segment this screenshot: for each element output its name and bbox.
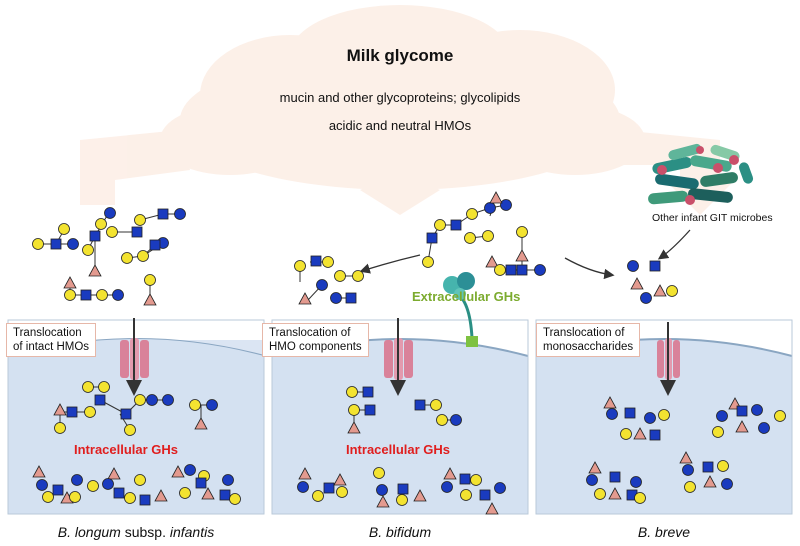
cloud-title: Milk glycome xyxy=(346,46,454,65)
cell-panel-infantis xyxy=(7,319,265,515)
translocation-line-1: Translocation xyxy=(13,327,82,339)
intracellular-gh-label-infantis: Intracellular GHs xyxy=(74,442,179,457)
glycan-symbols xyxy=(32,191,786,515)
translocation-line-1: Translocation of xyxy=(269,327,351,339)
translocation-line-2: of intact HMOs xyxy=(13,341,90,353)
microbes-cluster xyxy=(648,143,754,205)
species-italic-part: B. breve xyxy=(637,524,691,540)
milk-glycome-cloud xyxy=(80,5,735,215)
species-label-bifidum: B. bifidum xyxy=(272,524,528,540)
translocation-label-bifidum: Translocation of HMO components xyxy=(262,323,369,357)
species-label-breve: B. breve xyxy=(536,524,792,540)
translocation-line-2: HMO components xyxy=(269,341,362,353)
translocation-line-1: Translocation of xyxy=(543,327,625,339)
species-italic-part: B. bifidum xyxy=(368,524,432,540)
species-italic-part: B. longum xyxy=(57,524,121,540)
microbes-caption: Other infant GIT microbes xyxy=(652,212,773,224)
cloud-line-1: mucin and other glycoproteins; glycolipi… xyxy=(279,90,521,105)
intracellular-gh-label-bifidum: Intracellular GHs xyxy=(346,442,451,457)
species-label-infantis: B. longum subsp. infantis xyxy=(8,524,264,540)
extracellular-gh-enzyme xyxy=(443,272,478,347)
translocation-label-breve: Translocation of monosaccharides xyxy=(536,323,641,357)
translocation-label-infantis: Translocation of intact HMOs xyxy=(6,323,97,357)
species-plain-part: subsp. xyxy=(120,524,170,540)
translocation-line-2: monosaccharides xyxy=(543,341,634,353)
species-italic-part-2: infantis xyxy=(169,524,215,540)
cloud-line-2: acidic and neutral HMOs xyxy=(328,118,472,133)
extracellular-gh-label: Extracellular GHs xyxy=(412,289,521,304)
transport-arrows xyxy=(126,318,676,396)
extracellular-arrows xyxy=(359,229,691,280)
